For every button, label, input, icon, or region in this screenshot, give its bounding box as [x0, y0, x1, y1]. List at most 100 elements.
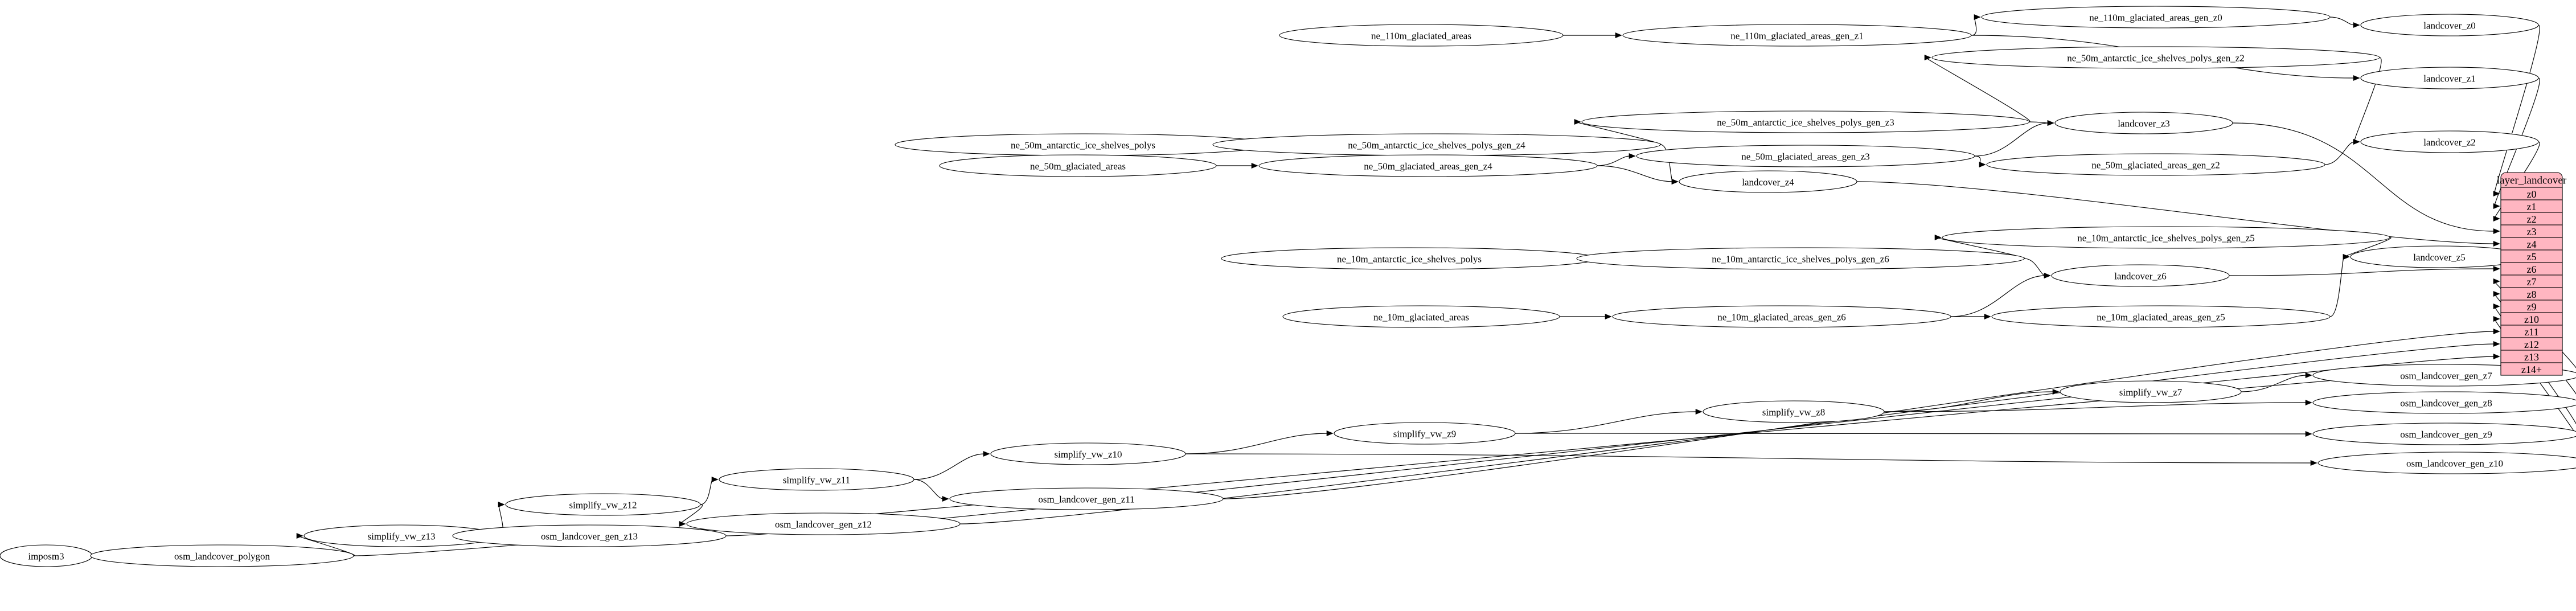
- node-label: osm_landcover_gen_z8: [2400, 398, 2492, 409]
- node-ne_50m_antarctic_ice_shelves_polys[interactable]: ne_50m_antarctic_ice_shelves_polys: [895, 133, 1271, 156]
- node-shape: [939, 154, 1217, 177]
- node-landcover_z6[interactable]: landcover_z6: [2051, 264, 2230, 287]
- node-label: ne_10m_antarctic_ice_shelves_polys: [1337, 254, 1482, 265]
- node-simplify_vw_z8[interactable]: simplify_vw_z8: [1703, 400, 1885, 423]
- edge-arrowhead: [2493, 303, 2500, 310]
- node-simplify_vw_z10[interactable]: simplify_vw_z10: [990, 442, 1186, 465]
- node-simplify_vw_z9[interactable]: simplify_vw_z9: [1334, 422, 1516, 445]
- node-osm_landcover_gen_z9[interactable]: osm_landcover_gen_z9: [2312, 423, 2576, 445]
- edge-arrowhead: [2493, 228, 2500, 235]
- node-shape: [2317, 452, 2576, 474]
- edge-osm_landcover_gen_z10-to-layer_landcover-z10: [2493, 315, 2576, 435]
- node-shape: [990, 442, 1186, 465]
- edge-arrowhead: [1629, 153, 1636, 159]
- node-ne_10m_glaciated_areas_gen_z5[interactable]: ne_10m_glaciated_areas_gen_z5: [1991, 305, 2331, 328]
- edge-arrowhead: [1574, 118, 1581, 125]
- edge-line: [913, 453, 985, 480]
- table-row-label-z9: z9: [2527, 301, 2537, 313]
- node-imposm3[interactable]: imposm3: [0, 544, 93, 567]
- node-simplify_vw_z11[interactable]: simplify_vw_z11: [719, 468, 914, 491]
- node-ne_110m_glaciated_areas[interactable]: ne_110m_glaciated_areas: [1279, 24, 1564, 47]
- node-shape: [1279, 24, 1564, 47]
- node-ne_50m_antarctic_ice_shelves_polys_gen_z2[interactable]: ne_50m_antarctic_ice_shelves_polys_gen_z…: [1931, 46, 2380, 69]
- node-ne_10m_antarctic_ice_shelves_polys_gen_z5[interactable]: ne_10m_antarctic_ice_shelves_polys_gen_z…: [1942, 226, 2390, 249]
- node-label: osm_landcover_gen_z12: [775, 519, 872, 530]
- node-shape: [1679, 170, 1857, 193]
- node-ne_110m_glaciated_areas_gen_z1[interactable]: ne_110m_glaciated_areas_gen_z1: [1622, 24, 1972, 47]
- node-ne_10m_antarctic_ice_shelves_polys_gen_z6[interactable]: ne_10m_antarctic_ice_shelves_polys_gen_z…: [1576, 247, 2025, 270]
- edge-arrowhead: [2493, 203, 2500, 210]
- node-ne_10m_antarctic_ice_shelves_polys[interactable]: ne_10m_antarctic_ice_shelves_polys: [1221, 247, 1598, 270]
- node-label: ne_50m_antarctic_ice_shelves_polys_gen_z…: [1717, 117, 1894, 128]
- edge-line: [959, 343, 2495, 524]
- node-label: landcover_z6: [2114, 271, 2167, 282]
- node-osm_landcover_gen_z11[interactable]: osm_landcover_gen_z11: [949, 487, 1224, 510]
- node-landcover_z5[interactable]: landcover_z5: [2350, 245, 2529, 268]
- edge-line: [1597, 165, 1673, 182]
- node-ne_50m_glaciated_areas[interactable]: ne_50m_glaciated_areas: [939, 154, 1217, 177]
- edge-line: [2241, 375, 2307, 392]
- node-ne_50m_glaciated_areas_gen_z2[interactable]: ne_50m_glaciated_areas_gen_z2: [1986, 153, 2325, 176]
- node-label: osm_landcover_gen_z7: [2400, 371, 2492, 382]
- edge-arrowhead: [1251, 162, 1258, 169]
- edge-arrowhead: [1974, 14, 1981, 20]
- node-ne_50m_glaciated_areas_gen_z3[interactable]: ne_50m_glaciated_areas_gen_z3: [1636, 145, 1975, 167]
- table-row-label-z13: z13: [2524, 351, 2539, 363]
- edge-line: [1950, 275, 2046, 317]
- node-ne_10m_glaciated_areas_gen_z6[interactable]: ne_10m_glaciated_areas_gen_z6: [1612, 305, 1951, 328]
- node-label: landcover_z2: [2423, 137, 2476, 148]
- node-ne_10m_glaciated_areas[interactable]: ne_10m_glaciated_areas: [1282, 305, 1560, 328]
- edge-line: [1597, 155, 1631, 166]
- edge-ne_50m_glaciated_areas_gen_z4-to-landcover_z4: [1597, 165, 1679, 185]
- node-shape: [1622, 24, 1972, 47]
- table-row-label-z6: z6: [2527, 264, 2537, 275]
- node-simplify_vw_z12[interactable]: simplify_vw_z12: [505, 493, 701, 516]
- edge-arrowhead: [1605, 313, 1612, 320]
- node-shape: [2312, 423, 2576, 445]
- node-osm_landcover_gen_z13[interactable]: osm_landcover_gen_z13: [452, 524, 727, 547]
- node-simplify_vw_z7[interactable]: simplify_vw_z7: [2060, 380, 2242, 403]
- edge-arrowhead: [2493, 278, 2500, 285]
- node-ne_110m_glaciated_areas_gen_z0[interactable]: ne_110m_glaciated_areas_gen_z0: [1981, 6, 2331, 28]
- edge-line: [1515, 433, 2307, 434]
- node-simplify_vw_z13[interactable]: simplify_vw_z13: [303, 524, 499, 547]
- edge-arrowhead: [2493, 265, 2500, 272]
- node-ne_50m_antarctic_ice_shelves_polys_gen_z4[interactable]: ne_50m_antarctic_ice_shelves_polys_gen_z…: [1212, 133, 1661, 156]
- table-row-z14+[interactable]: [2500, 362, 2563, 376]
- edge-arrowhead: [2493, 290, 2500, 297]
- node-label: landcover_z1: [2423, 73, 2476, 84]
- edge-simplify_vw_z12-to-simplify_vw_z11: [700, 476, 719, 505]
- edge-arrowhead: [2305, 430, 2312, 437]
- edge-arrowhead: [2353, 75, 2360, 81]
- node-osm_landcover_gen_z10[interactable]: osm_landcover_gen_z10: [2317, 452, 2576, 474]
- node-osm_landcover_gen_z12[interactable]: osm_landcover_gen_z12: [686, 512, 961, 535]
- edge-ne_50m_glaciated_areas-to-ne_50m_glaciated_areas_gen_z4: [1216, 162, 1258, 169]
- node-shape: [1931, 46, 2380, 69]
- node-landcover_z0[interactable]: landcover_z0: [2360, 14, 2539, 36]
- node-label: ne_110m_glaciated_areas: [1371, 31, 1471, 42]
- node-ne_50m_glaciated_areas_gen_z4[interactable]: ne_50m_glaciated_areas_gen_z4: [1258, 154, 1598, 177]
- edge-ne_50m_antarctic_ice_shelves_polys_gen_z2-to-landcover_z2: [2353, 57, 2382, 145]
- node-osm_landcover_gen_z8[interactable]: osm_landcover_gen_z8: [2312, 391, 2576, 414]
- node-landcover_z3[interactable]: landcover_z3: [2054, 112, 2233, 134]
- node-label: simplify_vw_z8: [1762, 407, 1826, 418]
- table-node-layer-landcover[interactable]: layer_landcoverz0z1z2z3z4z5z6z7z8z9z10z1…: [2497, 172, 2567, 376]
- node-landcover_z4[interactable]: landcover_z4: [1679, 170, 1857, 193]
- node-shape: [2360, 67, 2539, 89]
- node-label: landcover_z5: [2413, 252, 2466, 263]
- node-label: ne_10m_glaciated_areas_gen_z6: [1717, 312, 1846, 323]
- node-landcover_z1[interactable]: landcover_z1: [2360, 67, 2539, 89]
- edge-arrowhead: [942, 495, 949, 502]
- edge-ne_50m_glaciated_areas_gen_z2-to-landcover_z2: [2324, 138, 2360, 165]
- edge-arrowhead: [2044, 272, 2051, 279]
- node-label: ne_50m_glaciated_areas_gen_z3: [1741, 151, 1870, 162]
- edge-arrowhead: [2305, 372, 2312, 379]
- node-landcover_z2[interactable]: landcover_z2: [2360, 130, 2539, 153]
- edge-ne_10m_glaciated_areas_gen_z5-to-landcover_z5: [2329, 253, 2350, 317]
- node-osm_landcover_polygon[interactable]: osm_landcover_polygon: [90, 544, 354, 567]
- node-label: landcover_z4: [1742, 177, 1794, 188]
- edge-arrowhead: [2343, 253, 2350, 260]
- node-ne_50m_antarctic_ice_shelves_polys_gen_z3[interactable]: ne_50m_antarctic_ice_shelves_polys_gen_z…: [1581, 110, 2030, 133]
- edge-line: [1884, 391, 2054, 412]
- edge-line: [2024, 258, 2046, 276]
